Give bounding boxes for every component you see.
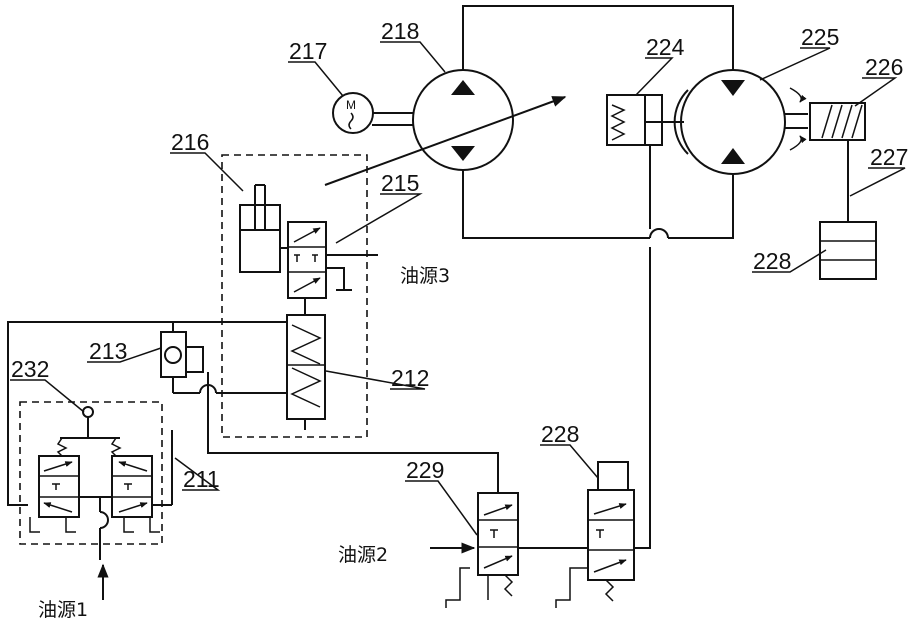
label-228-valve: 228 — [541, 421, 579, 447]
oil-source-labels: 油源3 油源2 油源1 — [38, 265, 450, 621]
oil-source-2-label: 油源2 — [338, 544, 388, 566]
label-211: 211 — [183, 466, 220, 492]
proportional-valve-212 — [230, 298, 325, 430]
electric-motor-217: M — [333, 93, 413, 133]
servo-cylinder-216 — [240, 185, 289, 272]
servo-valve-215 — [288, 222, 378, 298]
label-226: 226 — [865, 54, 903, 80]
label-218: 218 — [381, 18, 419, 44]
brake-control-line — [635, 145, 650, 548]
joystick-232 — [58, 407, 120, 456]
brake-cylinder-224 — [607, 95, 684, 145]
label-229: 229 — [406, 457, 444, 483]
label-213: 213 — [89, 338, 127, 364]
label-212: 212 — [391, 365, 429, 391]
motor-m-symbol: M — [346, 98, 356, 112]
shuttle-valve-213 — [161, 332, 230, 393]
winch-226 — [810, 103, 865, 222]
label-232: 232 — [11, 356, 49, 382]
oil-source-1-label: 油源1 — [38, 599, 88, 621]
pilot-valve-211-left — [39, 456, 79, 517]
label-224: 224 — [646, 34, 685, 60]
label-217: 217 — [289, 38, 327, 64]
label-227: 227 — [870, 144, 908, 170]
solenoid-valve-228 — [556, 462, 634, 608]
pilot-valve-211-right — [112, 456, 152, 517]
oil-source-3-label: 油源3 — [400, 265, 450, 287]
valve-229 — [430, 493, 588, 608]
hydraulic-motor-225 — [675, 70, 808, 174]
label-225: 225 — [801, 24, 839, 50]
label-216: 216 — [171, 129, 209, 155]
label-228-weight: 228 — [753, 248, 791, 274]
label-215: 215 — [381, 170, 419, 196]
load-weight-228 — [820, 222, 876, 279]
